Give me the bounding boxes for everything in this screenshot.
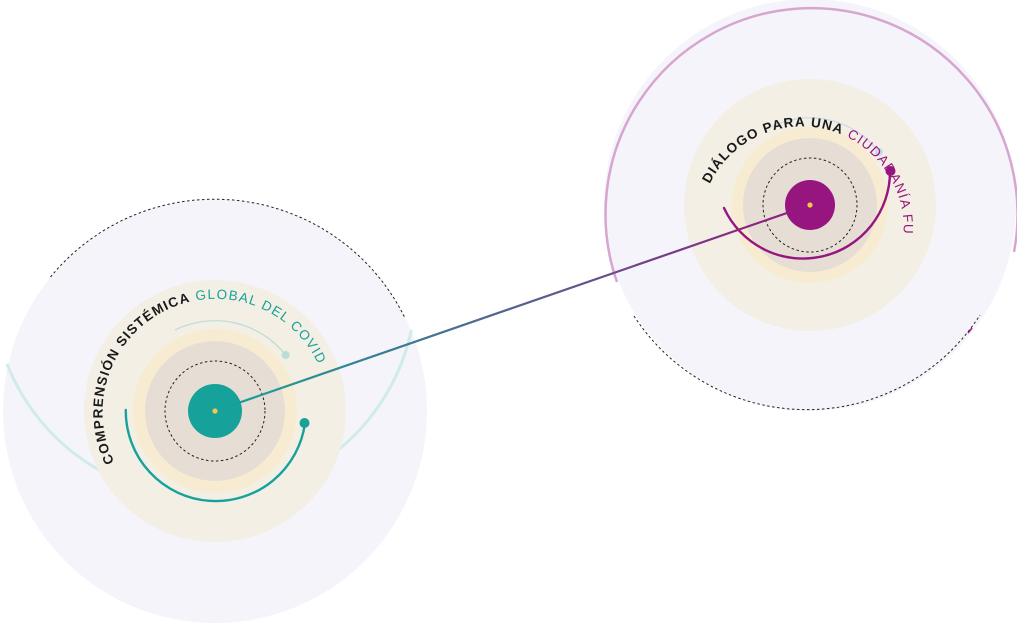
center-dot bbox=[212, 408, 218, 414]
progress-arc bbox=[124, 408, 307, 503]
inner-dashed-orbit bbox=[164, 360, 266, 462]
soft-arc-dot bbox=[281, 351, 290, 359]
progress-arc-dot bbox=[299, 418, 310, 428]
progress-arc bbox=[722, 169, 892, 260]
soft-arc-dot bbox=[875, 148, 883, 156]
soft-arc bbox=[174, 320, 287, 356]
soft-arc bbox=[770, 117, 880, 153]
node-covid[interactable]: COMPRENSIÓN SISTÉMICA GLOBAL DEL COVID 1… bbox=[0, 0, 427, 623]
connector-line bbox=[214, 203, 811, 413]
progress-arc-dot bbox=[885, 166, 896, 176]
inner-dashed-orbit bbox=[762, 157, 858, 253]
outer-dashed-orbit bbox=[633, 314, 981, 411]
outer-dashed-orbit bbox=[50, 198, 406, 319]
outer-orbit-arc bbox=[604, 6, 1017, 283]
center-dot bbox=[807, 202, 813, 208]
orbit-tick bbox=[967, 327, 973, 334]
